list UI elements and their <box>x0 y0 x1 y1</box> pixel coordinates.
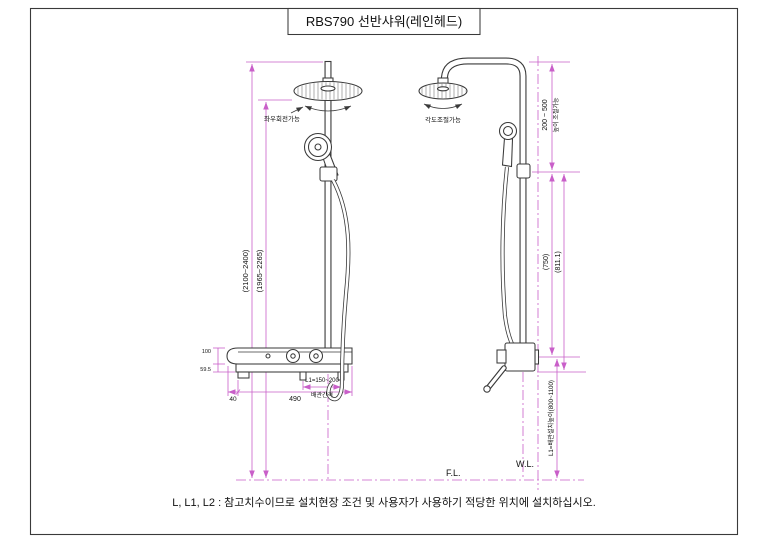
rain-head-side <box>418 82 468 100</box>
shelf-front <box>226 347 353 381</box>
side-view <box>418 57 540 393</box>
annotation-texts: (2100~2400) (1965~2265) 200 ~ 500 높이 조절가… <box>172 97 596 509</box>
supply-inlet-left <box>299 371 307 381</box>
dim-pipe-gap-range: L1=150~200 <box>305 378 339 384</box>
dim-overall-height: (2100~2400) <box>241 249 250 292</box>
shelf-apron-front <box>235 363 349 373</box>
valve-body-side <box>504 342 536 372</box>
dimension-lines <box>213 56 586 490</box>
flow-knob <box>308 348 324 364</box>
dim-head-offset: (811.1) <box>555 251 562 273</box>
valve-lever <box>483 365 507 393</box>
swivel-label: 좌우회전가능 <box>264 114 300 123</box>
front-view <box>226 60 363 402</box>
floor-level-label: F.L. <box>446 468 461 478</box>
hand-shower-side <box>498 121 518 141</box>
dim-spout-offset: 40 <box>229 396 237 403</box>
dim-pipe-install-height: L1=배관설치높이(800~1100) <box>547 380 555 456</box>
diverter-button <box>265 353 271 359</box>
gooseneck-pipe-side <box>439 57 527 88</box>
title-box <box>287 7 481 36</box>
hand-shower-front <box>303 132 333 162</box>
slider-bracket-side <box>516 163 531 179</box>
hand-shower-handle-side <box>501 137 514 168</box>
slider-bracket-front <box>319 166 338 182</box>
temperature-knob <box>285 348 301 364</box>
dim-head-height: (1965~2265) <box>255 249 264 292</box>
angle-adjust-arrow-arc <box>423 103 463 110</box>
title-block: RBS790 선반샤워(레인헤드) <box>287 7 481 36</box>
dim-shelf-depth: 59.5 <box>200 367 211 373</box>
pipe-gap-label: 배관간격 <box>311 391 333 399</box>
riser-pipe-front <box>324 60 332 352</box>
installation-note: L, L1, L2 : 참고치수이므로 설치현장 조건 및 사용자가 사용하기 … <box>172 495 596 509</box>
spout-front <box>237 371 250 379</box>
swivel-arrow-arc <box>304 105 352 112</box>
valve-outlet-side <box>496 349 507 364</box>
shower-hose-side <box>500 166 515 347</box>
dim-hand-shower-height: (750) <box>543 254 550 270</box>
angle-adjust-label: 각도조절가능 <box>425 115 461 124</box>
height-adjust-label: 높이 조절가능 <box>552 97 560 132</box>
shower-hose-front <box>326 179 351 402</box>
dim-shelf-front-height: 100 <box>202 349 211 355</box>
rain-head-front <box>293 80 363 102</box>
wall-level-label: W.L. <box>516 459 534 469</box>
dim-slide-range: 200 ~ 500 <box>542 99 549 130</box>
drawing-frame <box>29 7 739 536</box>
page-title: RBS790 선반샤워(레인헤드) <box>306 14 462 29</box>
dim-shelf-width: 490 <box>289 396 301 403</box>
swivel-leader-line <box>290 106 304 114</box>
